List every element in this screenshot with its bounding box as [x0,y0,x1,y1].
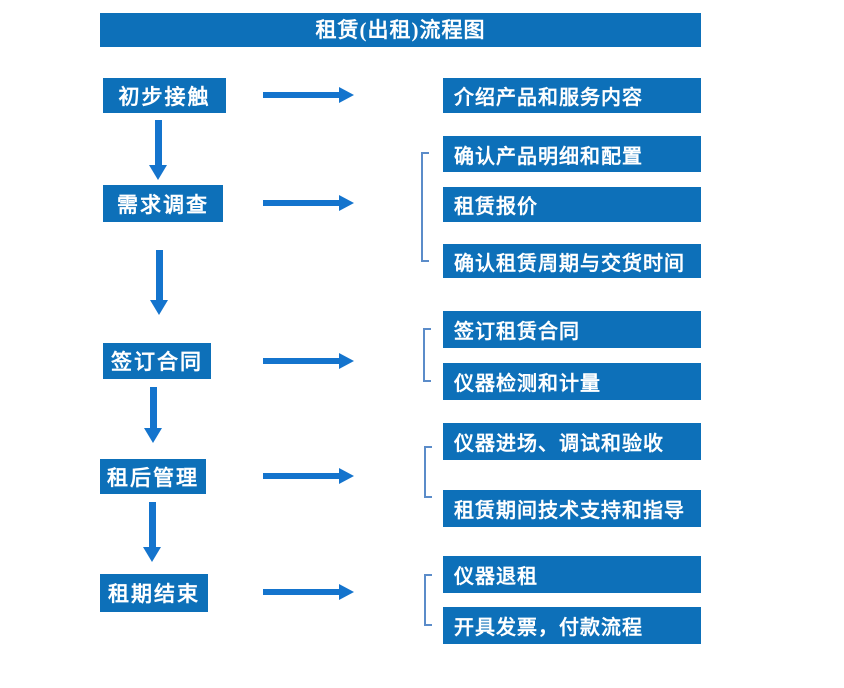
stage-box-post-rental-management: 租后管理 [100,459,206,494]
group-bracket-icon [424,446,432,498]
detail-box-technical-support: 租赁期间技术支持和指导 [443,490,701,527]
group-bracket-icon [424,574,432,626]
right-arrow-icon [263,87,354,103]
right-arrow-icon [263,468,354,484]
group-bracket-icon [421,152,429,262]
stage-box-initial-contact: 初步接触 [103,78,226,113]
down-arrow-icon [143,502,161,562]
detail-box-rental-quotation: 租赁报价 [443,187,701,222]
right-arrow-icon [263,353,354,369]
detail-box-introduce-products: 介绍产品和服务内容 [443,78,701,113]
down-arrow-icon [144,387,162,443]
down-arrow-icon [149,120,167,180]
right-arrow-icon [263,195,354,211]
stage-box-sign-contract: 签订合同 [103,343,211,379]
down-arrow-icon [150,250,168,315]
detail-box-sign-rental-contract: 签订租赁合同 [443,311,701,348]
stage-box-rental-end: 租期结束 [100,574,208,612]
stage-box-demand-survey: 需求调查 [103,185,223,222]
right-arrow-icon [263,584,354,600]
detail-box-confirm-period-delivery: 确认租赁周期与交货时间 [443,244,701,278]
group-bracket-icon [423,328,431,382]
detail-box-invoice-payment: 开具发票，付款流程 [443,607,701,644]
detail-box-confirm-product-config: 确认产品明细和配置 [443,136,701,172]
detail-box-instrument-setup-acceptance: 仪器进场、调试和验收 [443,423,701,460]
detail-box-instrument-return: 仪器退租 [443,556,701,593]
flowchart-title: 租赁(出租)流程图 [100,13,701,47]
detail-box-instrument-testing: 仪器检测和计量 [443,363,701,400]
